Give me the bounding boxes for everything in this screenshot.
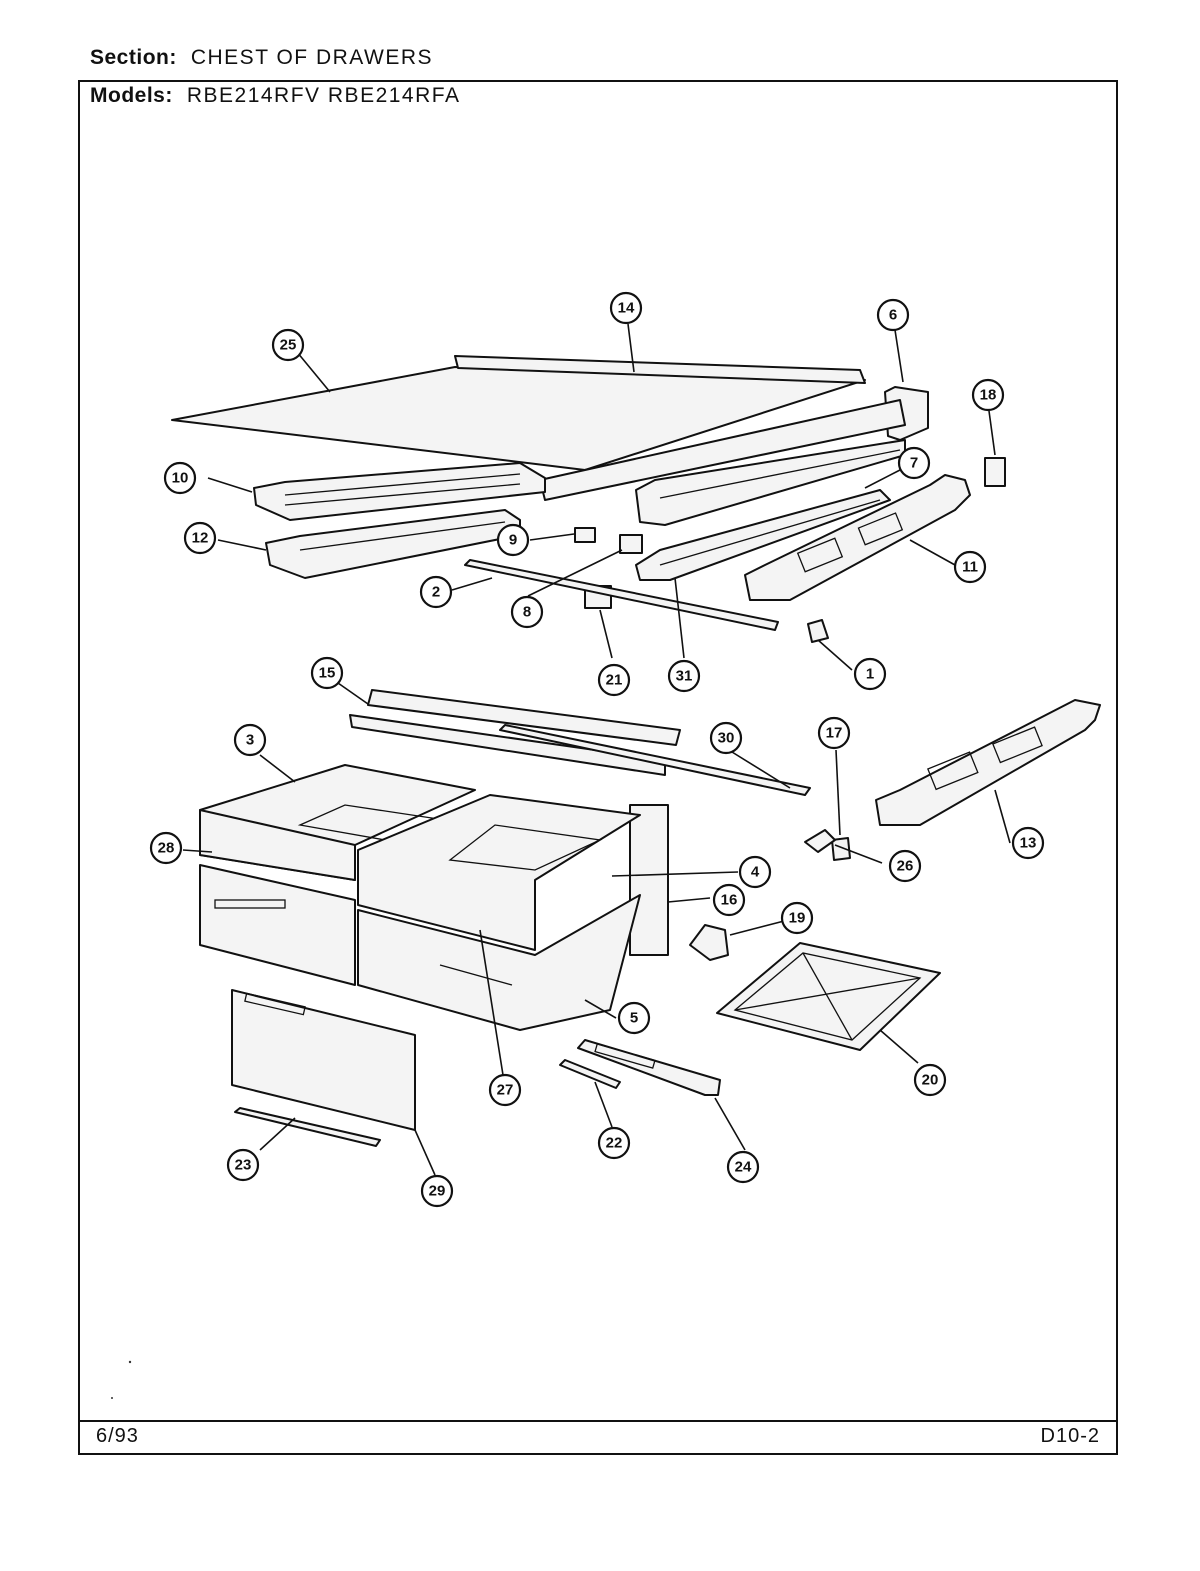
callout-10: 10 [163, 461, 197, 495]
part-16-side-frame [629, 804, 669, 956]
svg-text:23: 23 [235, 1157, 252, 1174]
frame-front-strip [349, 714, 666, 776]
models-value: RBE214RFV RBE214RFA [186, 84, 461, 107]
callout-8: 8 [510, 595, 544, 629]
svg-text:6: 6 [889, 307, 897, 324]
callout-9: 9 [496, 523, 530, 557]
callout-1: 1 [853, 657, 887, 691]
callout-27: 27 [488, 1073, 522, 1107]
svg-text:31: 31 [676, 668, 693, 685]
callout-11: 11 [953, 550, 987, 584]
section-label: Section: [90, 46, 177, 69]
svg-text:10: 10 [172, 470, 189, 487]
callout-2: 2 [419, 575, 453, 609]
svg-text:18: 18 [980, 387, 997, 404]
diagram-frame [78, 80, 1118, 1455]
part-26-hinge [804, 829, 836, 853]
part-2-rod [464, 559, 779, 631]
svg-text:25: 25 [280, 337, 297, 354]
svg-text:29: 29 [429, 1183, 446, 1200]
footer-page-code: D10-2 [1040, 1425, 1100, 1447]
section-value: CHEST OF DRAWERS [190, 46, 434, 69]
part-23-strip [234, 1107, 381, 1147]
callout-7: 7 [897, 446, 931, 480]
callout-19: 19 [780, 901, 814, 935]
section-heading: Section: CHEST OF DRAWERS [90, 46, 433, 70]
callout-23: 23 [226, 1148, 260, 1182]
svg-text:24: 24 [735, 1159, 752, 1176]
svg-text:7: 7 [910, 455, 918, 472]
callout-12: 12 [183, 521, 217, 555]
footer-date: 6/93 [96, 1425, 139, 1447]
callout-15: 15 [310, 656, 344, 690]
callout-25: 25 [271, 328, 305, 362]
part-25-shelf-panel [171, 366, 866, 471]
part-13-right-bracket [875, 699, 1101, 826]
models-heading: Models: RBE214RFV RBE214RFA [90, 84, 467, 108]
svg-text:3: 3 [246, 732, 254, 749]
part-4-right-drawer [357, 794, 641, 951]
callout-28: 28 [149, 831, 183, 865]
svg-text:28: 28 [158, 840, 175, 857]
callout-31: 31 [667, 659, 701, 693]
callout-21: 21 [597, 663, 631, 697]
svg-text:16: 16 [721, 892, 738, 909]
part-5-lower-right-pan [357, 894, 641, 1031]
svg-text:22: 22 [606, 1135, 623, 1152]
callout-14: 14 [609, 291, 643, 325]
part-29-front-panel [231, 989, 416, 1131]
callout-16: 16 [712, 883, 746, 917]
lower-left-drawer [199, 864, 356, 986]
svg-text:14: 14 [618, 300, 635, 317]
part-1-clip [807, 619, 829, 643]
svg-text:13: 13 [1020, 835, 1037, 852]
part-9-clip [574, 527, 596, 543]
svg-text:27: 27 [497, 1082, 514, 1099]
callout-6: 6 [876, 298, 910, 332]
callout-5: 5 [617, 1001, 651, 1035]
svg-text:20: 20 [922, 1072, 939, 1089]
svg-text:21: 21 [606, 672, 623, 689]
part-10-left-upper-rail [253, 462, 546, 521]
callout-30: 30 [709, 721, 743, 755]
svg-text:8: 8 [523, 604, 531, 621]
part-15-top-strip [367, 689, 681, 746]
callout-13: 13 [1011, 826, 1045, 860]
part-8-block [619, 534, 643, 554]
callout-18: 18 [971, 378, 1005, 412]
part-11-right-bracket [744, 474, 971, 601]
svg-text:30: 30 [718, 730, 735, 747]
callout-17: 17 [817, 716, 851, 750]
part-17-clip [831, 837, 851, 861]
svg-text:19: 19 [789, 910, 806, 927]
callout-3: 3 [233, 723, 267, 757]
callout-22: 22 [597, 1126, 631, 1160]
part-30-rod [499, 724, 811, 796]
leader-lines [182, 323, 1011, 1176]
svg-text:5: 5 [630, 1010, 638, 1027]
callout-20: 20 [913, 1063, 947, 1097]
svg-text:17: 17 [826, 725, 843, 742]
svg-text:26: 26 [897, 858, 914, 875]
svg-text:15: 15 [319, 665, 336, 682]
callout-26: 26 [888, 849, 922, 883]
part-19-clip [689, 924, 729, 961]
part-22-strip [559, 1059, 621, 1089]
callout-4: 4 [738, 855, 772, 889]
footer-divider [78, 1420, 1118, 1422]
part-28-drawer-front [199, 809, 356, 881]
svg-text:2: 2 [432, 584, 440, 601]
callout-24: 24 [726, 1150, 760, 1184]
svg-text:1: 1 [866, 666, 874, 683]
callout-29: 29 [420, 1174, 454, 1208]
svg-text:4: 4 [751, 864, 760, 881]
shelf-support-rail [539, 399, 906, 501]
models-label: Models: [90, 84, 173, 107]
svg-text:11: 11 [962, 559, 978, 576]
svg-text:9: 9 [509, 532, 517, 549]
svg-text:12: 12 [192, 530, 209, 547]
part-14-trim-strip [454, 355, 866, 384]
part-18-clip [984, 457, 1006, 487]
